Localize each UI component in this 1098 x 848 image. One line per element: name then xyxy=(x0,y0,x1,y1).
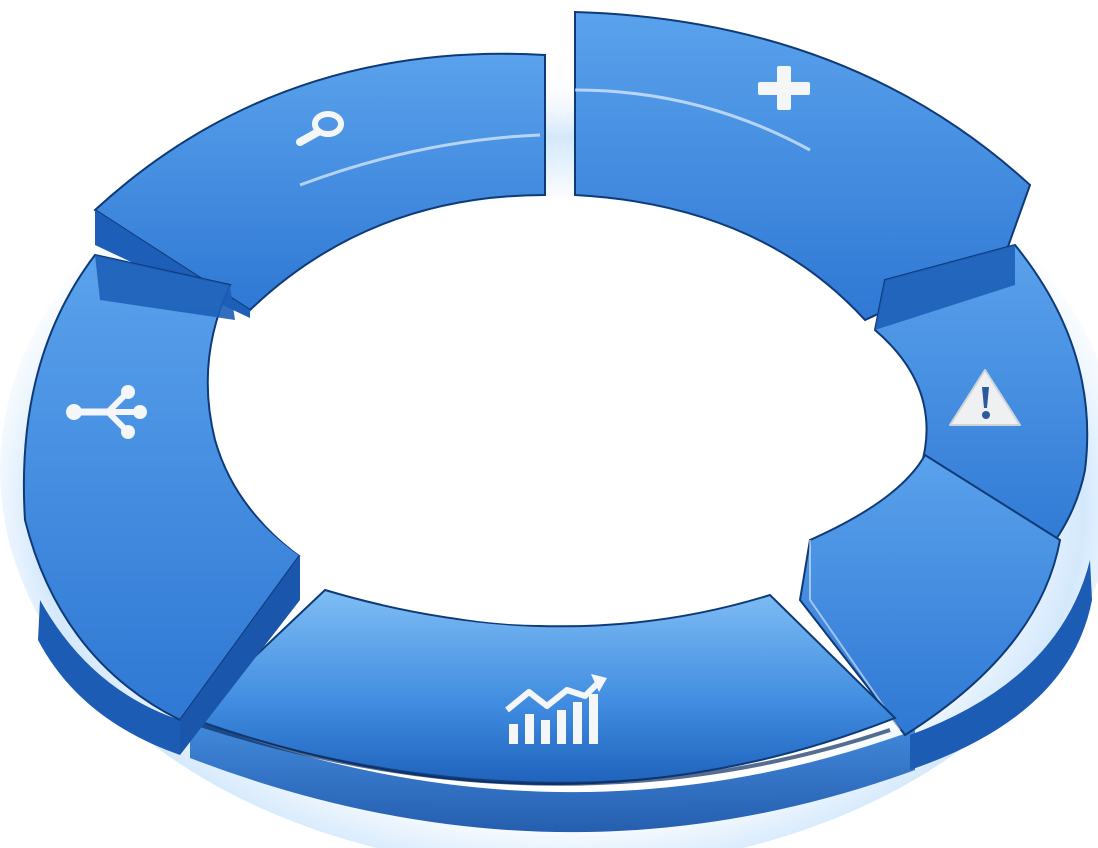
left-lower-wall xyxy=(38,600,180,755)
bottom-wall xyxy=(190,718,915,833)
right-lower-wall xyxy=(910,560,1092,770)
ring-center xyxy=(220,215,860,625)
ring-side-walls xyxy=(38,560,1092,833)
right-lower-segment[interactable] xyxy=(798,453,1062,737)
add-segment[interactable] xyxy=(574,10,1032,322)
network-segment[interactable] xyxy=(22,253,302,755)
